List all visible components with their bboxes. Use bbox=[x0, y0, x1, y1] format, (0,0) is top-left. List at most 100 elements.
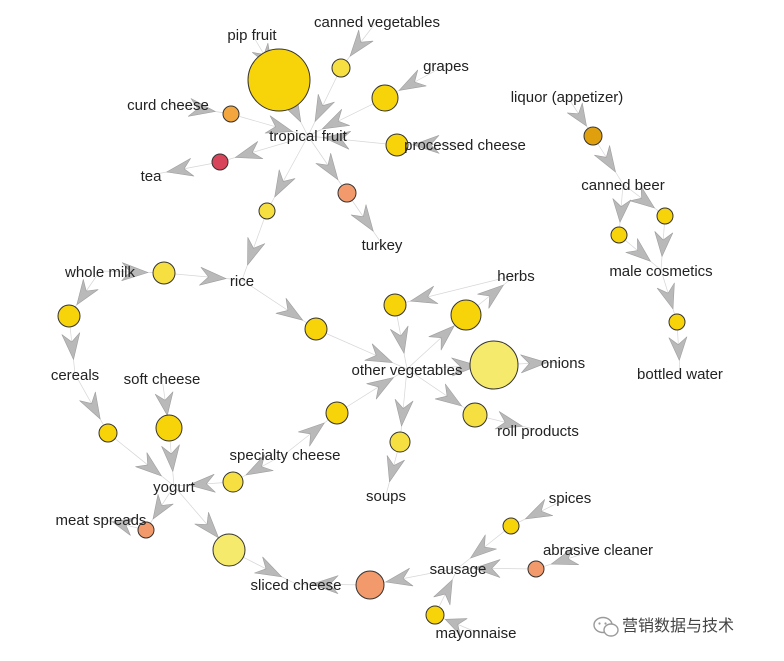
rule-soups-arrow-out bbox=[386, 455, 405, 483]
rule-rice-other-edge-in bbox=[241, 279, 317, 330]
rule-cereals-node bbox=[57, 304, 81, 328]
label-other-vegetables: other vegetables bbox=[352, 362, 463, 379]
node-layer bbox=[57, 48, 686, 625]
label-meat-spreads: meat spreads bbox=[56, 512, 147, 529]
rule-male-cosmetics-arrow-out bbox=[625, 238, 651, 262]
rule-abrasive-cleaner-arrow-in bbox=[550, 547, 579, 565]
rule-herbs-arrow-out bbox=[477, 284, 504, 309]
label-liquor-appetizer: liquor (appetizer) bbox=[511, 89, 624, 106]
rule-rice-tropical-edge-out bbox=[241, 210, 268, 281]
rule-herbs-other-arrow-in bbox=[410, 285, 439, 304]
rule-roll-products-node bbox=[462, 402, 488, 428]
rule-bottled-water-node bbox=[668, 313, 686, 331]
label-spices: spices bbox=[549, 490, 592, 507]
rule-herbs-other-arrow-out bbox=[390, 325, 409, 354]
rule-soups-arrow-in bbox=[394, 399, 414, 427]
rule-curd-cheese-arrow-in bbox=[187, 98, 216, 117]
rule-canned-vegetables-edge-out bbox=[307, 67, 342, 137]
rule-meat-spreads-arrow-in bbox=[152, 494, 174, 520]
label-bottled-water: bottled water bbox=[637, 366, 723, 383]
label-whole-milk: whole milk bbox=[64, 264, 136, 281]
rule-specialty-cheese-edge-out bbox=[336, 368, 408, 414]
rule-tea-arrow-out bbox=[166, 158, 195, 177]
rule-rice-tropical-node bbox=[258, 202, 276, 220]
rule-spices-node bbox=[502, 517, 520, 535]
rule-onions-node bbox=[469, 340, 519, 390]
label-soups: soups bbox=[366, 488, 406, 505]
rule-cereals-yogurt-arrow-in bbox=[79, 391, 101, 420]
label-sliced-cheese: sliced cheese bbox=[251, 577, 342, 594]
rule-processed-cheese-node bbox=[385, 133, 409, 157]
rule-whole-milk-arrow-in bbox=[121, 262, 149, 281]
rule-grapes-edge-out bbox=[307, 97, 386, 137]
rule-herbs-arrow-in bbox=[428, 325, 455, 351]
rule-soft-cheese-arrow-in bbox=[154, 391, 174, 416]
rule-roll-products-arrow-out bbox=[494, 411, 523, 430]
watermark: 营销数据与技术 bbox=[593, 616, 734, 637]
watermark-text: 营销数据与技术 bbox=[622, 616, 734, 635]
label-rice: rice bbox=[230, 273, 254, 290]
rule-specialty-yogurt-arrow-in bbox=[245, 454, 274, 476]
rule-liquor-arrow-out bbox=[594, 145, 616, 173]
rule-male-cosmetics-node bbox=[610, 226, 628, 244]
rule-rice-other-node bbox=[304, 317, 328, 341]
rule-abrasive-cleaner-edge-out bbox=[457, 567, 537, 570]
label-sausage: sausage bbox=[430, 561, 487, 578]
rule-processed-cheese-edge-out bbox=[307, 135, 398, 146]
rule-specialty-yogurt-arrow-out bbox=[188, 474, 216, 493]
rule-sausage-sliced-edge-in bbox=[369, 567, 459, 586]
label-onions: onions bbox=[541, 355, 585, 372]
rule-cereals-yogurt-node bbox=[98, 423, 118, 443]
label-processed-cheese: processed cheese bbox=[404, 137, 526, 154]
rule-grapes-arrow-in bbox=[398, 69, 427, 91]
label-canned-beer: canned beer bbox=[581, 177, 664, 194]
label-abrasive-cleaner: abrasive cleaner bbox=[543, 542, 653, 559]
rule-soups-edge-in bbox=[399, 368, 408, 443]
label-tea: tea bbox=[141, 168, 163, 185]
rule-meat-spreads-arrow-out bbox=[112, 517, 135, 536]
rule-sliced-yogurt-arrow-in bbox=[194, 511, 219, 539]
label-pip-fruit: pip fruit bbox=[227, 27, 277, 44]
rule-canned-vegetables-arrow-in bbox=[349, 29, 374, 57]
rule-specialty-cheese-arrow-out bbox=[366, 377, 394, 400]
rule-curd-cheese-edge-out bbox=[230, 113, 309, 137]
rule-processed-cheese-arrow-out bbox=[323, 131, 351, 150]
rule-mayonnaise-arrow-out bbox=[433, 579, 453, 606]
rule-rice-tropical-edge-in bbox=[266, 135, 309, 212]
rule-cereals-yogurt-edge-out bbox=[107, 432, 175, 487]
rule-bottled-water-arrow-in bbox=[656, 282, 675, 310]
rule-onions-arrow-out bbox=[520, 354, 548, 374]
rule-turkey-node bbox=[337, 183, 357, 203]
rule-sausage-sliced-arrow-out bbox=[311, 575, 339, 594]
rule-sausage-sliced-arrow-in bbox=[385, 567, 414, 587]
rule-tea-arrow-in bbox=[235, 141, 264, 159]
label-curd-cheese: curd cheese bbox=[127, 97, 209, 114]
rule-meat-spreads-node bbox=[137, 521, 155, 539]
rule-tea-node bbox=[211, 153, 229, 171]
label-yogurt: yogurt bbox=[153, 479, 196, 496]
label-tropical-fruit: tropical fruit bbox=[269, 128, 347, 145]
rule-processed-cheese-arrow-in bbox=[412, 135, 440, 154]
rule-abrasive-cleaner-node bbox=[527, 560, 545, 578]
label-male-cosmetics: male cosmetics bbox=[609, 263, 712, 280]
rule-soups-node bbox=[389, 431, 411, 453]
rule-pip-fruit-node bbox=[247, 48, 311, 112]
label-soft-cheese: soft cheese bbox=[124, 371, 201, 388]
rule-rice-other-arrow-in bbox=[275, 298, 303, 321]
rule-whole-milk-node bbox=[152, 261, 176, 285]
rule-curd-cheese-node bbox=[222, 105, 240, 123]
rule-grapes-node bbox=[371, 84, 399, 112]
rule-soft-cheese-arrow-out bbox=[161, 444, 180, 472]
wechat-icon bbox=[593, 616, 619, 637]
rule-rice-other-arrow-out bbox=[364, 343, 393, 363]
rule-spices-arrow-out bbox=[470, 534, 497, 559]
rule-tea-edge-out bbox=[150, 161, 221, 176]
rule-herbs-node bbox=[450, 299, 482, 331]
labels: pip fruit canned vegetables grapes curd … bbox=[51, 14, 723, 642]
rule-whole-milk-edge-out bbox=[163, 272, 243, 281]
rule-curd-cheese-arrow-out bbox=[264, 115, 293, 134]
label-canned-vegetables: canned vegetables bbox=[314, 14, 440, 31]
rule-roll-products-edge-in bbox=[406, 368, 476, 416]
rule-abrasive-cleaner-arrow-out bbox=[473, 559, 501, 578]
